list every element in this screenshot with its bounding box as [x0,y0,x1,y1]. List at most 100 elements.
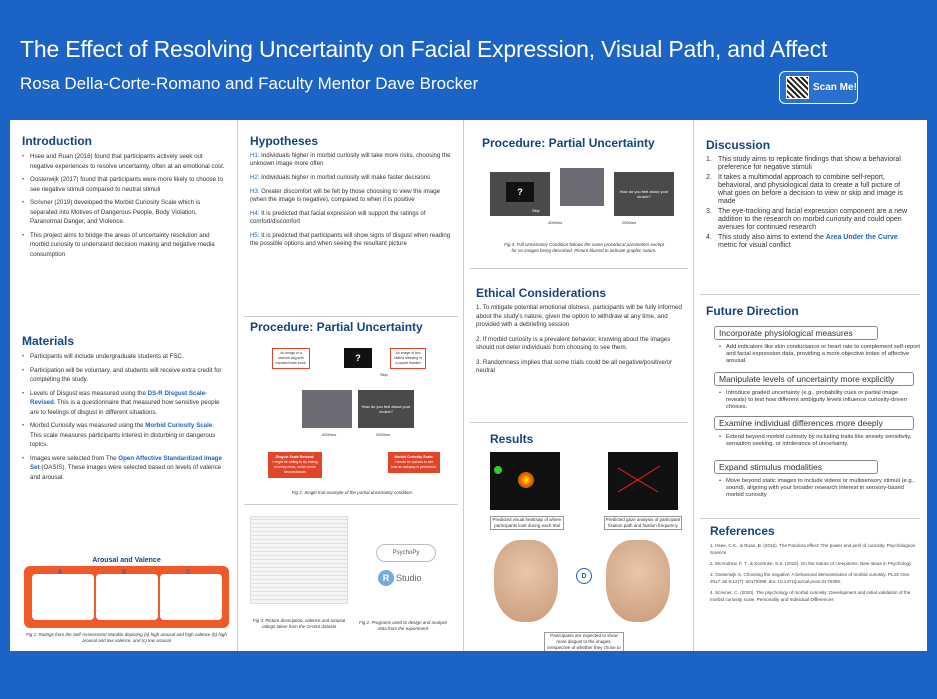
oasis-link[interactable]: Open Affective Standardized Image Set [30,454,222,472]
materials-item: Participants will include undergraduate … [22,352,227,362]
ethics-section: Ethical Considerations 1. To mitigate po… [476,286,686,376]
intro-item: This project aims to bridge the areas of… [22,231,227,260]
reference-item: 3. Oosterwijk S. Choosing the negative: … [710,572,911,584]
column-4: Discussion This study aims to replicate … [694,120,927,651]
hypotheses-heading: Hypotheses [250,134,319,148]
divider [470,268,688,269]
hypotheses-section: Hypotheses H1: Individuals higher in mor… [250,134,455,254]
discussion-item: This study also aims to extend the Area … [706,234,916,251]
blurred-image [302,390,352,428]
future-item-head: Incorporate physiological measures [714,326,878,340]
psychopy-logo: PsychoPy [376,544,436,562]
heatmap-label: Predicted visual heatmap of where partic… [490,516,564,530]
intro-item: Scrivner (2019) developed the Morbid Cur… [22,198,227,227]
ethics-heading: Ethical Considerations [476,286,607,300]
qr-code-icon [786,76,809,99]
sam-panel-c: C [160,570,222,620]
hypothesis-3: H3: Greater discomfort will be felt by t… [250,188,441,203]
divider [244,504,458,505]
poster-authors: Rosa Della-Corte-Romano and Faculty Ment… [20,74,479,93]
gaze-path-icon [617,465,661,493]
column-2: Hypotheses H1: Individuals higher in mor… [238,120,464,651]
intro-item: Oosterwijk (2017) found that participant… [22,175,227,194]
references-heading: References [710,524,775,538]
heatmap-image [490,452,560,510]
gaze-image [608,452,678,510]
materials-heading: Materials [22,334,75,348]
reference-item: 4. Scrivner, C. (2020). The psychology o… [710,590,911,602]
heatmap-blob [494,466,502,474]
future-item-body: Extend beyond morbid curiosity by includ… [714,434,920,448]
rstudio-logo: R Studio [378,568,436,588]
timing-4000: 4000ms [548,220,563,225]
poster-title: The Effect of Resolving Uncertainty on F… [20,36,828,62]
discussion-section: Discussion This study aims to replicate … [706,138,916,254]
future-item-body: Move beyond static images to include vid… [714,478,920,499]
divider [700,294,920,295]
arousal-valence-title: Arousal and Valence [92,557,161,564]
mcs-link[interactable]: Morbid Curiosity Scale [145,422,213,429]
sam-panel-a: A [32,570,94,620]
ethics-item: 3. Randomness implies that some trials c… [476,358,673,375]
materials-item: Levels of Disgust was measured using the… [22,389,227,418]
materials-section: Materials Participants will include unde… [22,334,227,486]
materials-item: Participation will be voluntary, and stu… [22,366,227,385]
figure-d-label: D [576,568,592,584]
intro-item: Hsee and Ruan (2016) found that particip… [22,152,227,171]
auc-link[interactable]: Area Under the Curve [825,233,898,241]
disgust-scale-callout: Disgust Scale-Revised:I might be willing… [268,452,322,478]
materials-item: Images were selected from The Open Affec… [22,454,227,483]
ethics-item: 1. To mitigate potential emotional distr… [476,304,682,328]
fig3-caption: Fig 3. Picture description, valence and … [252,618,346,629]
feel-question-screen: How do you feel about your choice? [614,172,674,216]
future-item-head: Examine individual differences more deep… [714,416,914,430]
introduction-section: Introduction Hsee and Ruan (2016) found … [22,134,227,326]
dsr-link[interactable]: DS-R Disgust Scale-Revised [30,389,208,407]
skip-label: Skip [532,208,540,213]
sam-label-b: B [122,570,127,576]
poster-body: Introduction Hsee and Ruan (2016) found … [10,120,927,651]
rstudio-label: Studio [396,573,422,583]
gaze-label: Predicted gaze analysis of participant f… [604,516,682,530]
face-heatmap-left [494,540,558,622]
scan-me-button[interactable]: Scan Me! [779,71,858,104]
discussion-item: The eye-tracking and facial expression c… [706,208,916,233]
materials-item: Morbid Curiosity was measured using the … [22,421,227,450]
sam-label-c: C [186,570,191,576]
hypothesis-4: H4: It is predicted that facial expressi… [250,210,426,225]
results-heading: Results [490,432,534,446]
programs-caption: Fig 2. Programs used to design and analy… [358,620,448,631]
oasis-table-image [250,516,348,604]
discussion-item: It takes a multimodal approach to combin… [706,174,916,207]
timing-2500: 2500ms [622,220,637,225]
face-heatmap-right [606,540,670,622]
feel-question-screen: How do you feel about your choice? [358,390,414,428]
pos-description-callout: An image of two kittens sleeping in a pu… [390,348,426,369]
column-3: Procedure: Partial Uncertainty ? Skip Ho… [464,120,694,651]
skip-label: Skip [380,372,388,377]
timing-4000: 4000ms [322,432,337,437]
reference-item: 1. Hsee, C.K., & Ruan, B. (2016). The Pa… [710,543,915,555]
full-uncertainty-caption: Fig 3. Full Uncertainty Condition follow… [504,242,664,253]
sam-label-a: A [58,570,63,576]
hypothesis-2: H2: Individuals higher in morbid curiosi… [250,174,431,181]
procedure-full-heading: Procedure: Partial Uncertainty [482,136,655,150]
divider [700,518,920,519]
divider [470,422,688,423]
fig1-caption: Fig 1. Ratings from the Self-Assessment … [26,632,227,643]
reference-item: 2. McAndrew, F. T., & Koehnke, S.S. (201… [710,561,912,566]
fig2-caption: Fig 2. Single trial example of the parti… [291,490,414,495]
procedure-partial-heading: Procedure: Partial Uncertainty [250,320,423,334]
hypothesis-1: H1: Individuals higher in morbid curiosi… [250,152,451,167]
discussion-heading: Discussion [706,138,771,152]
sam-panel-b: B [96,570,158,620]
divider [244,316,458,317]
question-mark-image: ? [344,348,372,368]
future-item-body: Introduce graded uncertainty (e.g., prob… [714,390,920,411]
r-icon: R [378,570,394,586]
question-mark-image: ? [506,182,534,202]
future-heading: Future Direction [706,304,799,318]
scan-me-label: Scan Me! [813,82,857,93]
heatmap-blob [518,472,534,488]
